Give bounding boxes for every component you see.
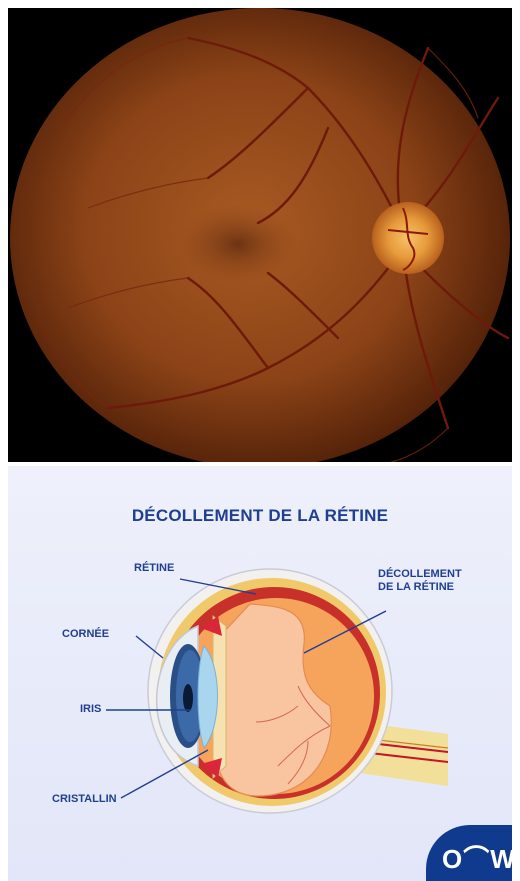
label-decollement: DÉCOLLEMENT DE LA RÉTINE <box>378 568 462 594</box>
eye-illustration <box>8 466 512 881</box>
eye-diagram-panel: DÉCOLLEMENT DE LA RÉTINE <box>8 466 512 881</box>
label-iris: IRIS <box>80 703 101 716</box>
fundus-image <box>8 8 512 462</box>
fundus-photo <box>8 8 512 462</box>
label-decollement-line1: DÉCOLLEMENT <box>378 568 462 581</box>
label-decollement-line2: DE LA RÉTINE <box>378 581 462 594</box>
brand-logo-text: O⌒W <box>442 839 512 876</box>
pupil <box>183 684 193 712</box>
macula <box>178 204 298 284</box>
label-retine: RÉTINE <box>134 562 174 575</box>
label-cristallin: CRISTALLIN <box>52 793 117 806</box>
label-cornee: CORNÉE <box>62 628 109 641</box>
